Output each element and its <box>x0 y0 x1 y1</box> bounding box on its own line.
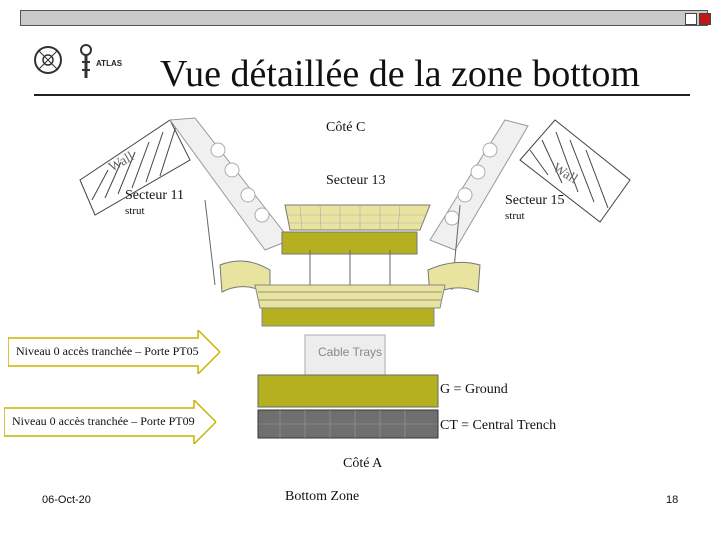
arrow-pt05-label: Niveau 0 accès tranchée – Porte PT05 <box>16 344 199 359</box>
minimize-icon[interactable] <box>685 13 697 25</box>
arrow-pt09: Niveau 0 accès tranchée – Porte PT09 <box>4 400 216 444</box>
strut-label-left: strut <box>125 205 145 217</box>
strut-label-right: strut <box>505 210 525 222</box>
arrow-pt05: Niveau 0 accès tranchée – Porte PT05 <box>8 330 220 374</box>
arrow-pt09-label: Niveau 0 accès tranchée – Porte PT09 <box>12 414 195 429</box>
secteur-13-label: Secteur 13 <box>326 173 385 189</box>
window-titlebar <box>20 10 708 26</box>
diagram-drawing: Wall Wall <box>0 110 720 450</box>
close-icon[interactable] <box>699 13 711 25</box>
cable-trays-label: Cable Trays <box>318 345 382 359</box>
cote-c-label: Côté C <box>326 120 365 136</box>
secteur-11-label: Secteur 11 <box>125 188 184 204</box>
beam-right <box>430 120 528 250</box>
page-number: 18 <box>666 494 678 506</box>
cote-a-label: Côté A <box>343 456 382 472</box>
bottom-zone-diagram: Wall Wall <box>0 110 720 450</box>
slide-title: Vue détaillée de la zone bottom <box>160 52 640 96</box>
ground-slab <box>258 375 438 407</box>
grid-platform-top <box>285 205 430 230</box>
logo-text: ATLAS <box>96 59 123 68</box>
footer-center: Bottom Zone <box>285 489 359 505</box>
beam-left <box>170 118 290 250</box>
atlas-logo: ATLAS <box>34 40 124 82</box>
legend-central-trench: CT = Central Trench <box>440 418 556 434</box>
footer-date: 06-Oct-20 <box>42 494 91 506</box>
title-divider <box>34 94 690 96</box>
strut-band-mid <box>262 308 434 326</box>
legend-ground: G = Ground <box>440 382 508 398</box>
secteur-15-label: Secteur 15 <box>505 193 564 209</box>
mid-platform <box>255 285 445 308</box>
